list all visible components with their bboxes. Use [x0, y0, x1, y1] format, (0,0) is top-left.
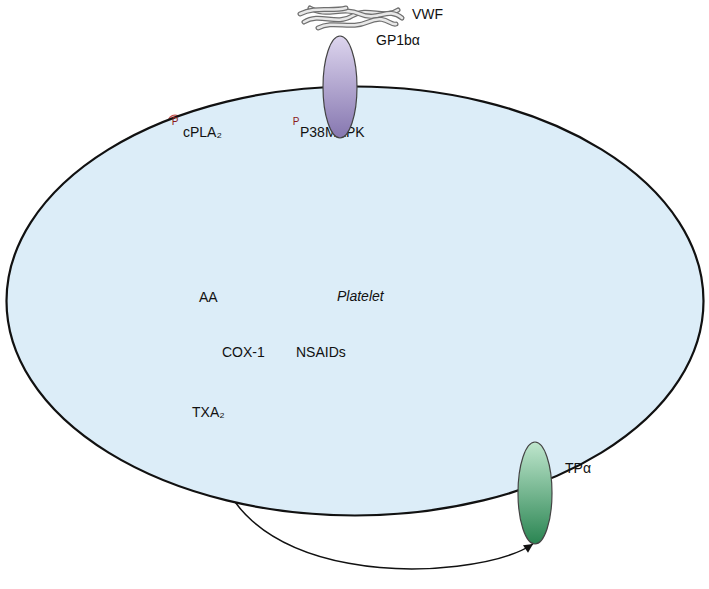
- receptor-shape: [322, 35, 358, 139]
- signal-text: cPLA₂: [181, 123, 224, 141]
- node-label: AA: [199, 289, 218, 305]
- node-label: GP1bα: [376, 32, 420, 48]
- vwf-fibre: [304, 10, 398, 22]
- receptor-outline: [323, 36, 357, 138]
- node-label: TPα: [565, 460, 591, 476]
- node-label: NSAIDs: [296, 344, 346, 360]
- receptor-tp: TPα: [517, 441, 553, 545]
- vwf-fibre: [310, 8, 402, 18]
- protein-label: VWF: [412, 6, 443, 22]
- node-label: cPLA₂: [183, 124, 222, 140]
- vwf-fibre: [310, 8, 402, 18]
- node-label: TXA₂: [192, 404, 225, 420]
- vwf-fibre: [300, 8, 346, 14]
- signal-text: TXA₂: [190, 403, 227, 421]
- platelet-cell: PlateletP38MAPKcPLA₂AACOX-1NSAIDsTXA₂: [5, 85, 705, 517]
- node-label: COX-1: [222, 344, 265, 360]
- receptor-gp1b: GP1bα: [322, 35, 358, 139]
- enzyme-text: COX-1: [220, 343, 267, 361]
- cell-outline: [7, 87, 704, 516]
- phospho-mark: P: [172, 117, 179, 127]
- vwf-fibre: [300, 8, 346, 14]
- vwf-fibre: [318, 19, 396, 28]
- receptor-shape: [517, 441, 553, 545]
- node-label: Platelet: [337, 288, 384, 304]
- drug-text: NSAIDs: [294, 343, 348, 361]
- signal-text: AA: [197, 288, 220, 306]
- vwf-fibre: [304, 10, 398, 22]
- phospho-mark: P: [293, 117, 300, 127]
- receptor-outline: [518, 442, 552, 544]
- vwf-fibre: [318, 19, 396, 28]
